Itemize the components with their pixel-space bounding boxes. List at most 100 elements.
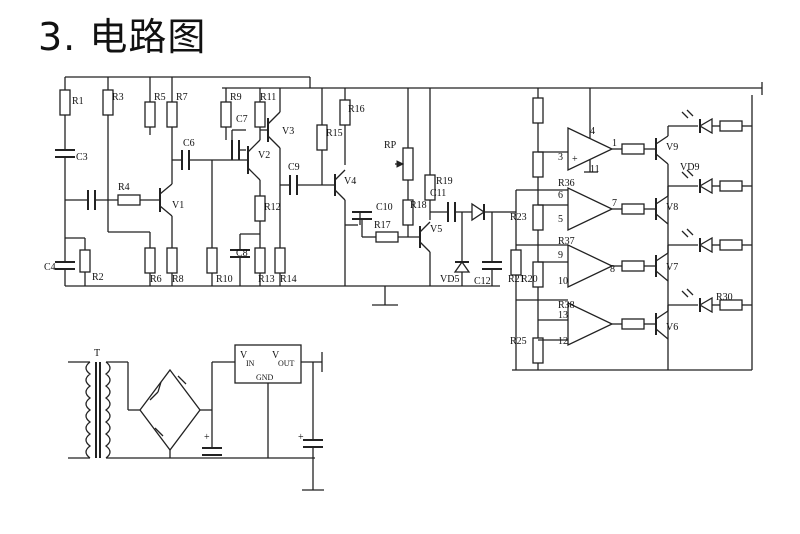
resistor-r6 bbox=[144, 247, 156, 274]
resistor-ladder-1 bbox=[532, 97, 544, 124]
label-c6: C6 bbox=[183, 138, 195, 149]
pin-5: 5 bbox=[558, 214, 563, 225]
resistor-r10 bbox=[206, 247, 218, 274]
resistor-r4 bbox=[117, 194, 141, 206]
potentiometer-rp bbox=[402, 147, 414, 181]
label-c8: C8 bbox=[236, 248, 248, 259]
resistor-r21 bbox=[510, 249, 522, 276]
label-vout-sub: OUT bbox=[278, 359, 295, 368]
resistor-r2 bbox=[79, 249, 91, 273]
label-r11: R11 bbox=[260, 92, 276, 103]
label-v6: V6 bbox=[666, 322, 678, 333]
label-r1: R1 bbox=[72, 96, 84, 107]
label-r30: R30 bbox=[716, 292, 733, 303]
label-r36: R36 bbox=[558, 178, 575, 189]
label-v8: V8 bbox=[666, 202, 678, 213]
label-r3: R3 bbox=[112, 92, 124, 103]
label-r6: R6 bbox=[150, 274, 162, 285]
label-vd5: VD5 bbox=[440, 274, 459, 285]
label-r21: R21 bbox=[508, 274, 525, 285]
label-r10: R10 bbox=[216, 274, 233, 285]
label-v4: V4 bbox=[344, 176, 356, 187]
resistor-out-4 bbox=[621, 318, 645, 330]
label-r17: R17 bbox=[374, 220, 391, 231]
driver-stage bbox=[316, 88, 516, 286]
pin-4: 4 bbox=[590, 126, 595, 137]
opamp-1 bbox=[567, 126, 614, 172]
label-rp: RP bbox=[384, 140, 397, 151]
label-r23: R23 bbox=[510, 212, 527, 223]
plus-sign-1: + bbox=[572, 154, 578, 165]
label-vin: V bbox=[240, 350, 248, 361]
opamp-4 bbox=[567, 301, 614, 347]
label-vd9: VD9 bbox=[680, 162, 699, 173]
bridge-rectifier bbox=[139, 368, 201, 452]
resistor-r7 bbox=[166, 101, 178, 128]
label-r25: R25 bbox=[510, 336, 527, 347]
label-r37: R37 bbox=[558, 236, 575, 247]
label-v3: V3 bbox=[282, 126, 294, 137]
plus-sign-2: + bbox=[204, 432, 210, 443]
power-rails bbox=[65, 76, 763, 371]
label-r16: R16 bbox=[348, 104, 365, 115]
input-stage bbox=[55, 77, 173, 286]
label-r19: R19 bbox=[436, 176, 453, 187]
label-v9: V9 bbox=[666, 142, 678, 153]
pin-11: 11 bbox=[590, 164, 600, 175]
label-r15: R15 bbox=[326, 128, 343, 139]
led-3 bbox=[698, 236, 713, 254]
plus-sign-3: + bbox=[298, 432, 304, 443]
label-vout: V bbox=[272, 350, 280, 361]
amplifier-stage bbox=[144, 77, 335, 286]
pin-9: 9 bbox=[558, 250, 563, 261]
pin-3: 3 bbox=[558, 152, 563, 163]
pin-6: 6 bbox=[558, 190, 563, 201]
pin-12: 12 bbox=[558, 336, 568, 347]
label-c9: C9 bbox=[288, 162, 300, 173]
resistor-r14 bbox=[274, 247, 286, 274]
label-r14: R14 bbox=[280, 274, 297, 285]
label-r12: R12 bbox=[264, 202, 281, 213]
label-c10: C10 bbox=[376, 202, 393, 213]
label-vin-sub: IN bbox=[246, 359, 255, 368]
label-r20: R20 bbox=[521, 274, 538, 285]
resistor-out-3 bbox=[621, 260, 645, 272]
led-2 bbox=[698, 177, 713, 195]
resistor-ladder-3 bbox=[532, 204, 544, 231]
pin-7: 7 bbox=[612, 198, 617, 209]
transformer-t bbox=[85, 361, 92, 459]
opamp-2 bbox=[567, 186, 614, 232]
resistor-r1 bbox=[59, 89, 71, 116]
led-4 bbox=[698, 296, 713, 314]
resistor-r17 bbox=[375, 231, 399, 243]
label-t: T bbox=[94, 348, 100, 359]
resistor-r9 bbox=[220, 101, 232, 128]
page-title: 3. 电路图 bbox=[38, 15, 207, 59]
resistor-out-2 bbox=[621, 203, 645, 215]
label-c11: C11 bbox=[430, 188, 446, 199]
led-1 bbox=[698, 117, 713, 135]
resistor-r8 bbox=[166, 247, 178, 274]
pin-10: 10 bbox=[558, 276, 568, 287]
power-supply bbox=[68, 344, 324, 491]
resistor-ladder-2 bbox=[532, 151, 544, 178]
diode bbox=[471, 202, 486, 222]
voltage-regulator bbox=[234, 344, 302, 384]
resistor-r25 bbox=[532, 337, 544, 364]
label-r9: R9 bbox=[230, 92, 242, 103]
resistor-r5 bbox=[144, 101, 156, 128]
label-c7: C7 bbox=[236, 114, 248, 125]
label-v5: V5 bbox=[430, 224, 442, 235]
zener-diode-vd5 bbox=[453, 260, 471, 273]
label-r38: R38 bbox=[558, 300, 575, 311]
label-c3: C3 bbox=[76, 152, 88, 163]
resistor-r13 bbox=[254, 247, 266, 274]
label-v2: V2 bbox=[258, 150, 270, 161]
resistor-out-1 bbox=[621, 143, 645, 155]
pin-8: 8 bbox=[610, 264, 615, 275]
label-c12: C12 bbox=[474, 276, 491, 287]
label-v1: V1 bbox=[172, 200, 184, 211]
component-labels: R1 R3 C3 R4 C4 R2 V1 R5 R7 R6 R8 C6 R9 C… bbox=[44, 92, 733, 443]
label-r2: R2 bbox=[92, 272, 104, 283]
